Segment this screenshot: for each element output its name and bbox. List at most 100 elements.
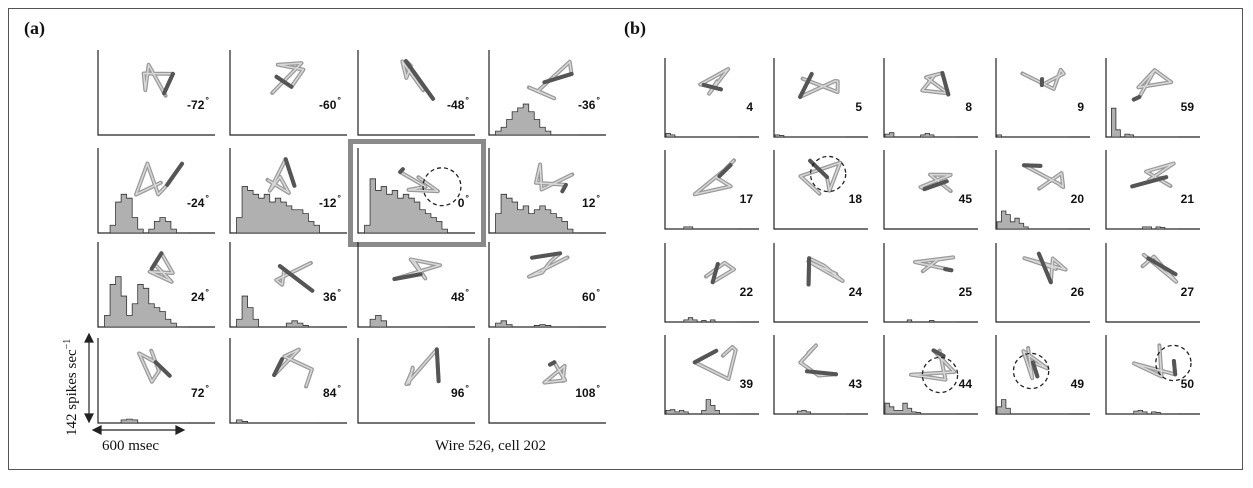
cell-label: 20 [1071, 192, 1084, 206]
wire-end-segment [808, 158, 830, 180]
wire-end-segment [274, 74, 294, 89]
dashed-circle-marker [921, 356, 959, 394]
degree-symbol: ° [465, 382, 469, 393]
wire-end-segment [805, 369, 839, 377]
stimulus-cell: 4 [664, 58, 759, 138]
cell-label: 18 [849, 192, 862, 206]
cell-plot [488, 338, 606, 424]
cell-plot [97, 148, 215, 234]
degree-symbol: ° [205, 94, 209, 105]
spike-histogram [490, 320, 579, 328]
cell-plot [1105, 335, 1200, 415]
cell-label-text: 108 [575, 385, 596, 400]
cell-axes [995, 243, 1090, 323]
cell-axes [357, 50, 475, 136]
degree-symbol: ° [205, 382, 209, 393]
stimulus-cell: 27 [1105, 243, 1200, 323]
spike-histogram [884, 402, 957, 415]
cell-label-text: 24 [848, 285, 862, 299]
wire-end-segment [542, 71, 574, 85]
cell-plot [883, 243, 978, 323]
cell-label: 0° [458, 193, 469, 210]
cell-label-text: 24 [191, 289, 205, 304]
cell-label-text: -48 [447, 97, 465, 112]
cell-label-text: 20 [1070, 192, 1084, 206]
wire-end-segment [403, 59, 436, 101]
cell-plot [664, 58, 759, 138]
wire-end-segment [717, 163, 733, 179]
spike-histogram [99, 193, 188, 234]
stimulus-cell: 18 [773, 150, 868, 230]
cell-label-text: 72 [191, 385, 205, 400]
stimulus-cell: 49 [995, 335, 1090, 415]
cell-label: 108° [575, 383, 600, 400]
degree-symbol: ° [337, 94, 341, 105]
cell-plot [664, 335, 759, 415]
cell-label: -60° [319, 95, 341, 112]
stimulus-cell: 20 [995, 150, 1090, 230]
degree-symbol: ° [337, 382, 341, 393]
stimulus-cell: -24° [97, 148, 215, 234]
cell-label-text: 22 [739, 285, 753, 299]
wire-end-segment [1030, 360, 1040, 379]
stimulus-cell: 72° [97, 338, 215, 424]
cell-label: 8 [965, 100, 972, 114]
wire-end-segment [560, 182, 568, 194]
wire-end-segment [710, 262, 720, 285]
cell-plot [229, 338, 347, 424]
wire-end-segment [1021, 163, 1043, 168]
wire-end-segment [392, 272, 423, 281]
spike-histogram [666, 226, 738, 230]
cell-plot [229, 148, 347, 234]
cell-label: 26 [1071, 285, 1084, 299]
panel-b-label: (b) [624, 18, 646, 38]
degree-symbol: ° [596, 286, 600, 297]
cell-axes [229, 50, 347, 136]
stimulus-cell: -36° [488, 50, 606, 136]
stimulus-cell: 24° [97, 242, 215, 328]
degree-symbol: ° [465, 192, 469, 203]
dashed-circle-marker [1012, 352, 1050, 390]
stimulus-cell: 59 [1105, 58, 1200, 138]
cell-label-text: 12 [582, 195, 596, 210]
stimulus-cell: 43 [773, 335, 868, 415]
cell-label-text: 8 [965, 100, 972, 114]
wire-end-segment [530, 251, 563, 260]
stimulus-cell: 8 [883, 58, 978, 138]
cell-label: -24° [187, 193, 209, 210]
wire-end-segment [272, 357, 285, 378]
stimulus-cell: 36° [229, 242, 347, 328]
cell-label-text: 60 [582, 289, 596, 304]
cell-label: -48° [447, 95, 469, 112]
cell-plot [97, 50, 215, 136]
cell-label: 60° [582, 287, 600, 304]
spike-histogram [231, 419, 320, 424]
cell-label: 49 [1071, 377, 1084, 391]
cell-label-text: 18 [848, 192, 862, 206]
cell-label-text: 45 [958, 192, 972, 206]
cell-label-text: 84 [323, 385, 337, 400]
stimulus-cell: -48° [357, 50, 475, 136]
wire-end-segment [701, 82, 723, 92]
cell-plot [357, 148, 475, 234]
cell-label-text: 0 [457, 195, 465, 210]
wire-end-segment [398, 167, 405, 175]
wire-end-segment [162, 71, 175, 96]
cell-plot [488, 50, 606, 136]
cell-label: 72° [191, 383, 209, 400]
cell-label-text: 5 [855, 100, 862, 114]
stimulus-cell: 50 [1105, 335, 1200, 415]
cell-plot [773, 150, 868, 230]
cell-label-text: -72 [187, 97, 205, 112]
cell-label: 44 [959, 377, 972, 391]
cell-plot [995, 150, 1090, 230]
caption: Wire 526, cell 202 [435, 438, 547, 454]
cell-label: 24 [849, 285, 862, 299]
degree-symbol: ° [465, 94, 469, 105]
cell-label: 36° [323, 287, 341, 304]
spike-histogram [490, 193, 579, 234]
cell-label: 22 [740, 285, 753, 299]
wire-end-segment [1146, 256, 1178, 277]
stimulus-cell: 44 [883, 335, 978, 415]
